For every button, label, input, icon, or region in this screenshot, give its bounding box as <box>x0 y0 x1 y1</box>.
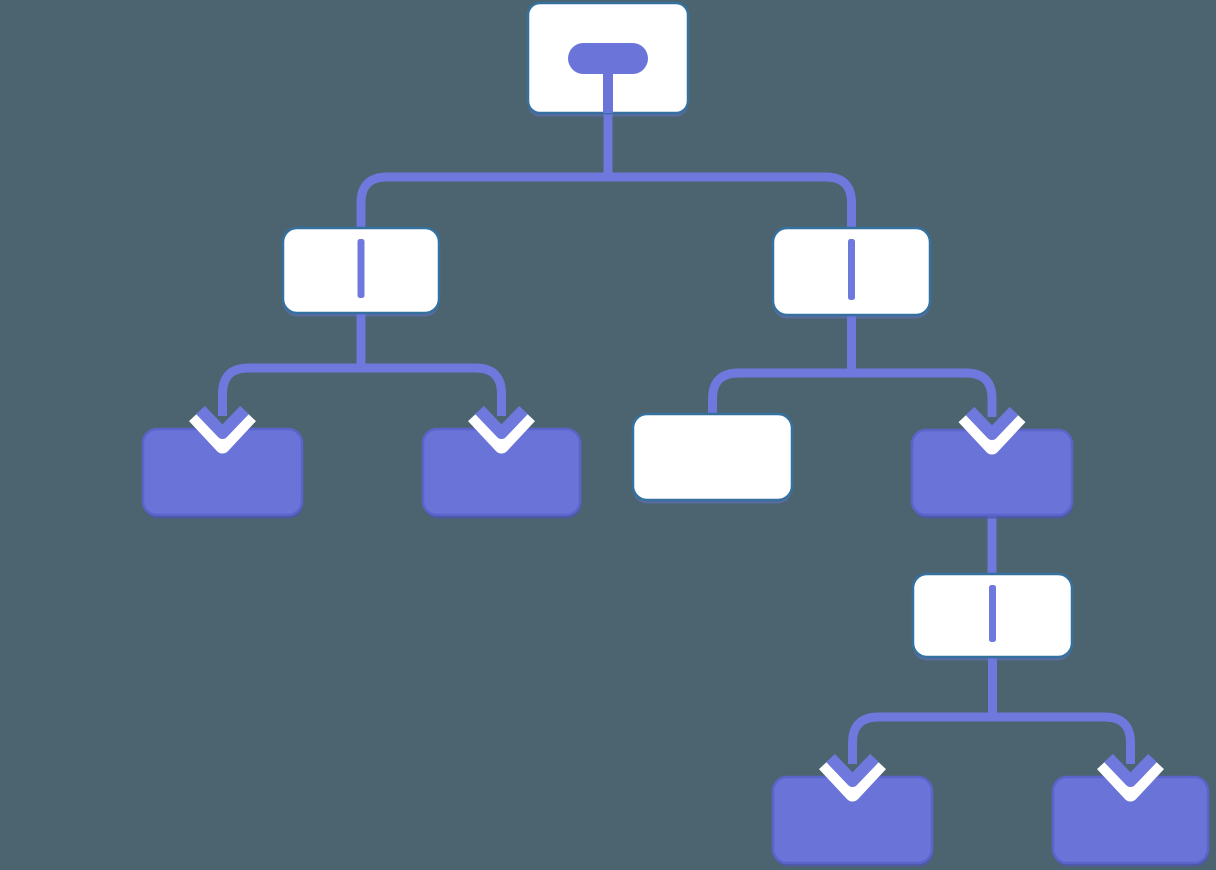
divider-line-icon <box>989 585 996 642</box>
chevron-white <box>189 410 256 454</box>
node-root[interactable] <box>526 1 690 117</box>
connector-edge <box>356 111 613 231</box>
chevron-white <box>1097 758 1164 802</box>
connector-edge <box>218 311 366 416</box>
chevron-purple <box>196 405 249 439</box>
down-chevron-arrow-icon <box>819 753 886 802</box>
connector-edges <box>218 111 1135 764</box>
node-branch-left[interactable] <box>281 226 441 317</box>
connector-edge <box>988 655 1135 764</box>
node-leaf-bottom-left[interactable] <box>771 775 934 867</box>
node-leaf-plain-white[interactable] <box>631 412 794 504</box>
chevron-purple <box>965 406 1019 440</box>
node-leaf-bottom-right[interactable] <box>1051 775 1210 867</box>
down-chevron-arrow-icon <box>189 405 256 454</box>
connector-edge <box>847 313 997 417</box>
chevron-white <box>819 758 886 802</box>
divider-line-icon <box>357 239 365 298</box>
node-collector-right[interactable] <box>910 428 1074 519</box>
node-box <box>631 412 794 502</box>
node-leaf-mid-left[interactable] <box>421 427 582 519</box>
divider-line-icon <box>848 239 855 300</box>
down-chevron-arrow-icon <box>468 405 535 454</box>
root-pill-icon <box>568 43 648 74</box>
connector-edge <box>603 111 856 231</box>
node-branch-right[interactable] <box>771 226 932 319</box>
node-branch-bottom[interactable] <box>911 572 1074 661</box>
chevron-purple <box>475 405 528 439</box>
connector-edge <box>848 655 997 764</box>
down-chevron-arrow-icon <box>958 406 1026 455</box>
connector-edge <box>708 313 856 417</box>
chevron-white <box>958 411 1026 455</box>
connector-edge <box>356 311 506 416</box>
root-stem-icon <box>603 63 613 113</box>
chevron-purple <box>826 753 879 787</box>
down-chevron-arrow-icon <box>1097 753 1164 802</box>
chevron-purple <box>1104 753 1157 787</box>
chevron-white <box>468 410 535 454</box>
